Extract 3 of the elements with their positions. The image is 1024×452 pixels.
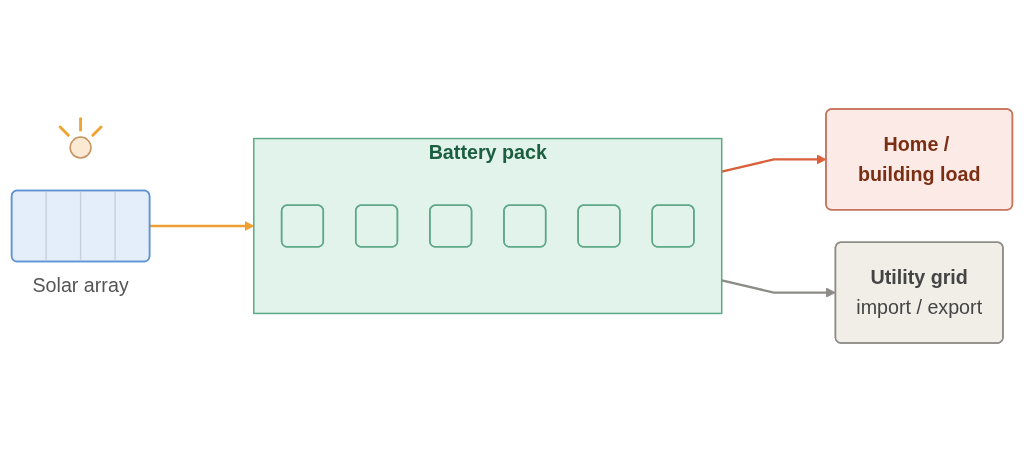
cluster: Battery pack bbox=[253, 137, 723, 315]
arrow bbox=[721, 279, 836, 298]
node-label: Solar array bbox=[32, 274, 129, 297]
